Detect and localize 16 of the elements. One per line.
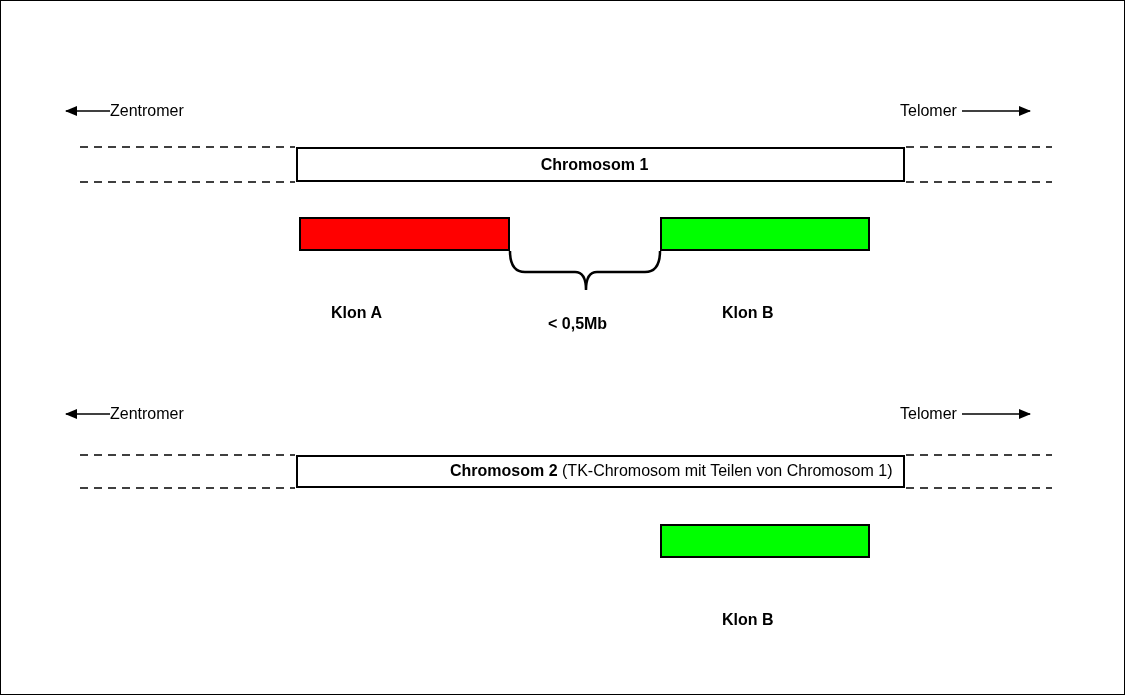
chromosome-box (296, 147, 905, 182)
chromosome-label: Chromosom 2 (TK-Chromosom mit Teilen von Chromosom 1) (450, 461, 893, 481)
arrow (961, 409, 1031, 419)
clone-label: Klon B (722, 303, 774, 323)
arrow (65, 409, 111, 419)
chromosome-label: Chromosom 1 (540, 154, 649, 175)
direction-label: Zentromer (110, 101, 190, 121)
clone-label: Klon B (722, 610, 774, 630)
arrow (961, 106, 1031, 116)
clone-label: Klon A (331, 303, 382, 323)
direction-label: Zentromer (110, 404, 190, 424)
distance-label: < 0,5Mb (548, 314, 608, 334)
chromosome-box (296, 455, 905, 488)
direction-label: Telomer (900, 404, 962, 424)
arrow (65, 106, 111, 116)
direction-label: Telomer (900, 101, 962, 121)
